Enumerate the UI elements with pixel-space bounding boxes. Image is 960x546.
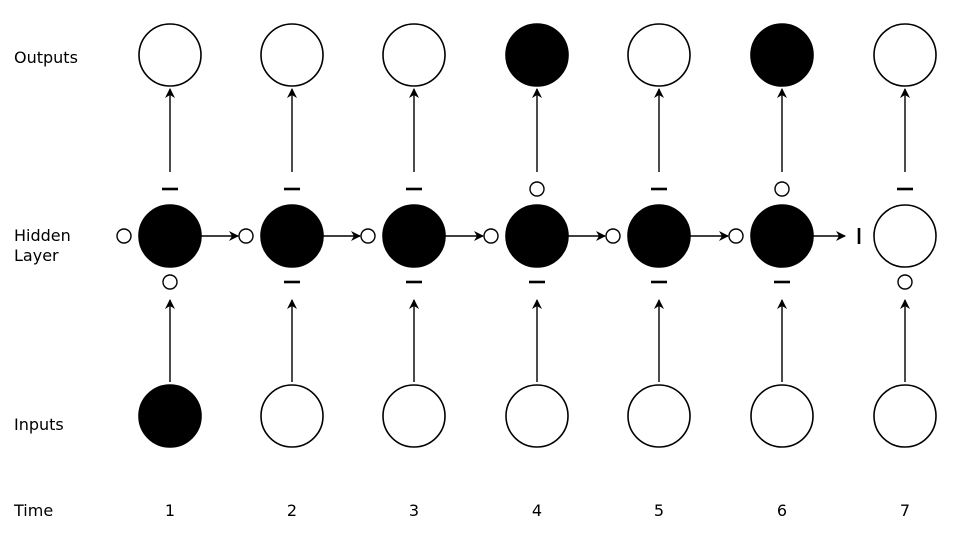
input-node-6 <box>750 384 814 448</box>
time-label-1: 1 <box>165 501 175 520</box>
hidden-node-2 <box>260 204 324 268</box>
output-gate-4-open <box>529 181 545 197</box>
row-label-hidden: Hidden <box>14 226 71 245</box>
time-label-5: 5 <box>654 501 664 520</box>
hidden-node-3 <box>382 204 446 268</box>
input-node-4 <box>505 384 569 448</box>
hidden-node-1 <box>138 204 202 268</box>
row-label-inputs: Inputs <box>14 415 64 434</box>
output-node-6 <box>750 23 814 87</box>
hidden-node-5 <box>627 204 691 268</box>
forget-gate-5-open <box>605 228 621 244</box>
input-node-7 <box>873 384 937 448</box>
forget-gate-2-open <box>238 228 254 244</box>
time-label-3: 3 <box>409 501 419 520</box>
row-label-outputs: Outputs <box>14 48 78 67</box>
input-node-1 <box>138 384 202 448</box>
forget-gate-1-open <box>116 228 132 244</box>
input-gate-7-open <box>897 274 913 290</box>
output-node-1 <box>138 23 202 87</box>
input-node-3 <box>382 384 446 448</box>
timestep-columns: 1 2 3 4 5 6 7 <box>116 23 937 520</box>
output-node-4 <box>505 23 569 87</box>
output-node-5 <box>627 23 691 87</box>
forget-gate-3-open <box>360 228 376 244</box>
time-label-2: 2 <box>287 501 297 520</box>
input-node-2 <box>260 384 324 448</box>
row-label-layer: Layer <box>14 246 59 265</box>
input-node-5 <box>627 384 691 448</box>
time-label-4: 4 <box>532 501 542 520</box>
row-label-time: Time <box>13 501 53 520</box>
time-label-6: 6 <box>777 501 787 520</box>
output-node-3 <box>382 23 446 87</box>
hidden-node-6 <box>750 204 814 268</box>
hidden-node-4 <box>505 204 569 268</box>
output-gate-6-open <box>774 181 790 197</box>
output-node-7 <box>873 23 937 87</box>
input-gate-1-open <box>162 274 178 290</box>
forget-gate-6-open <box>728 228 744 244</box>
hidden-node-7 <box>873 204 937 268</box>
output-node-2 <box>260 23 324 87</box>
forget-gate-4-open <box>483 228 499 244</box>
time-label-7: 7 <box>900 501 910 520</box>
